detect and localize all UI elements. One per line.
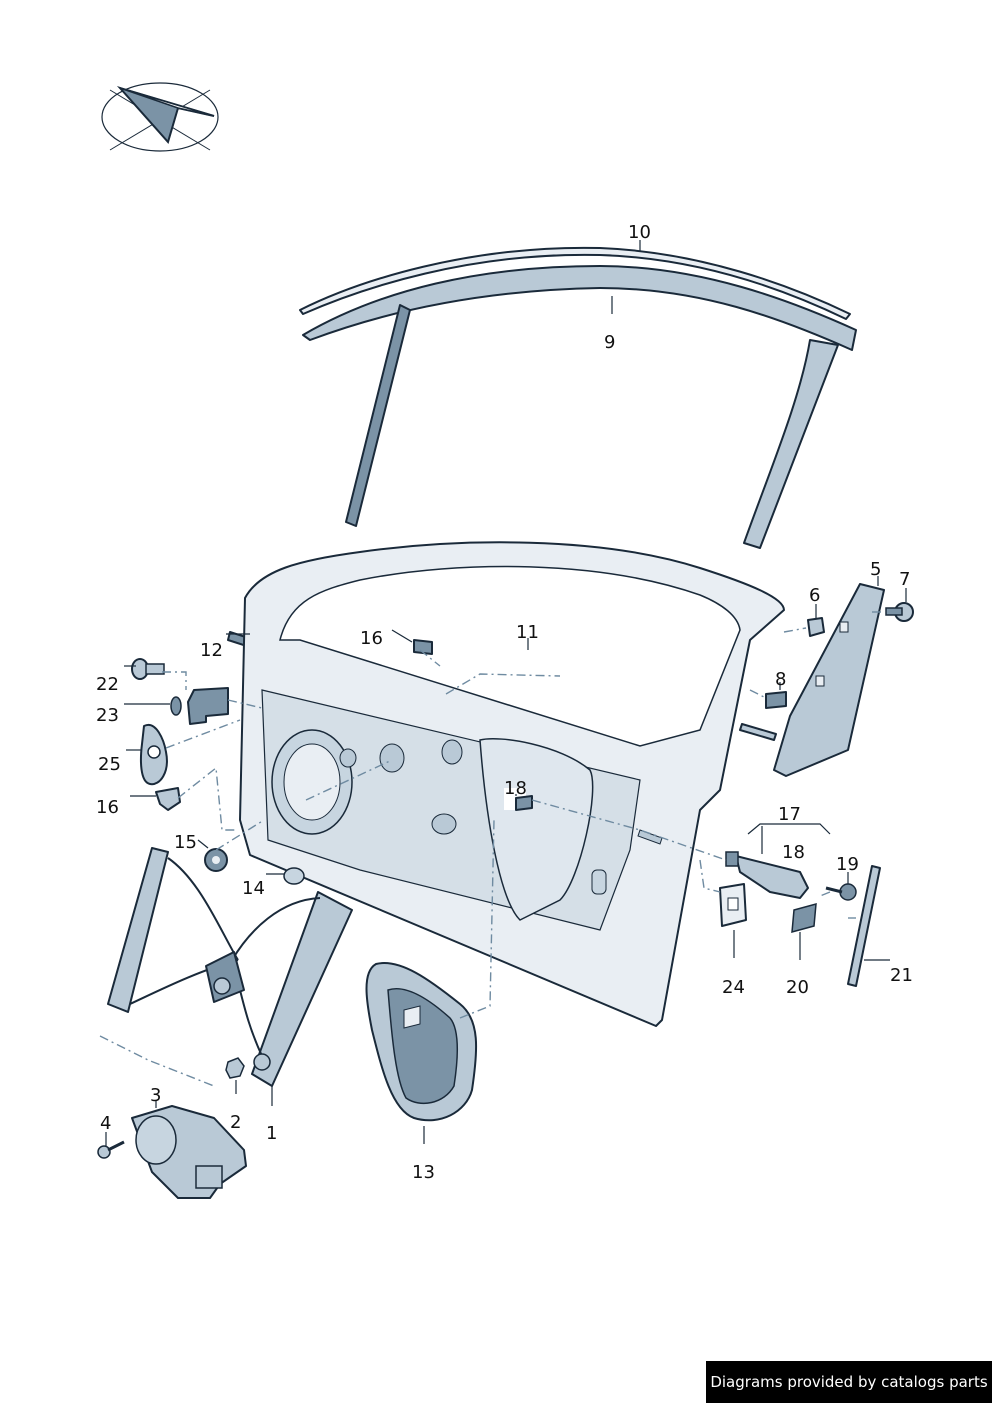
callout-22: 22	[96, 674, 119, 695]
callout-16-lower: 16	[96, 797, 119, 818]
part-motor-screw	[97, 1140, 125, 1159]
callout-3: 3	[150, 1085, 161, 1106]
part-screw	[131, 658, 165, 680]
part-mounting-bracket	[187, 687, 229, 725]
callout-10: 10	[628, 222, 651, 243]
part-rivet	[170, 696, 182, 716]
callout-6: 6	[809, 585, 820, 606]
part-door-panel	[239, 541, 785, 1027]
part-cover-plate	[791, 902, 817, 934]
part-outer-window-seal	[299, 246, 851, 320]
part-lock-cylinder	[725, 851, 809, 899]
callout-18-inner: 18	[504, 778, 527, 799]
callouts: 1 2 3 4 5 6 7 8 9 10 11 12 13 14 15 16 1	[96, 222, 913, 1183]
part-expanding-clip	[155, 787, 181, 811]
callout-15: 15	[174, 832, 197, 853]
assembly-lines	[99, 611, 884, 1087]
orientation-arrow-logo-icon	[101, 82, 219, 152]
callout-20: 20	[786, 977, 809, 998]
part-window-motor	[131, 1105, 247, 1199]
part-lock-screw	[825, 883, 857, 901]
callout-7: 7	[899, 569, 910, 590]
callout-2: 2	[230, 1112, 241, 1133]
part-lock-gasket	[719, 883, 747, 927]
part-clip	[807, 617, 825, 637]
callout-9: 9	[604, 332, 615, 353]
callout-1: 1	[266, 1123, 277, 1144]
callout-4: 4	[100, 1113, 111, 1134]
callout-23: 23	[96, 705, 119, 726]
part-push-pin	[885, 602, 914, 622]
part-window-channel-frame	[302, 265, 857, 549]
callout-5: 5	[870, 559, 881, 580]
callout-14: 14	[242, 878, 265, 899]
part-lock-block	[504, 788, 533, 811]
part-pillar-trim	[773, 583, 885, 777]
part-door-handle-trim	[365, 962, 478, 1122]
callout-21: 21	[890, 965, 913, 986]
part-expanding-clip-upper	[413, 639, 433, 655]
callout-8: 8	[775, 669, 786, 690]
part-lock-strip	[847, 865, 881, 987]
callout-24: 24	[722, 977, 745, 998]
part-hex-nut	[225, 1057, 245, 1079]
callout-25: 25	[98, 754, 121, 775]
attribution-footer: Diagrams provided by catalogs parts	[706, 1361, 992, 1403]
callout-19: 19	[836, 854, 859, 875]
callout-13: 13	[412, 1162, 435, 1183]
part-plug	[283, 867, 305, 885]
callout-11: 11	[516, 622, 539, 643]
part-seal-piece	[739, 691, 787, 741]
callout-16-upper: 16	[360, 628, 383, 649]
callout-18-lock: 18	[782, 842, 805, 863]
part-gasket	[140, 723, 168, 786]
callout-17: 17	[778, 804, 801, 825]
part-grommet	[204, 848, 228, 872]
callout-12: 12	[200, 640, 223, 661]
part-window-regulator	[107, 847, 353, 1087]
